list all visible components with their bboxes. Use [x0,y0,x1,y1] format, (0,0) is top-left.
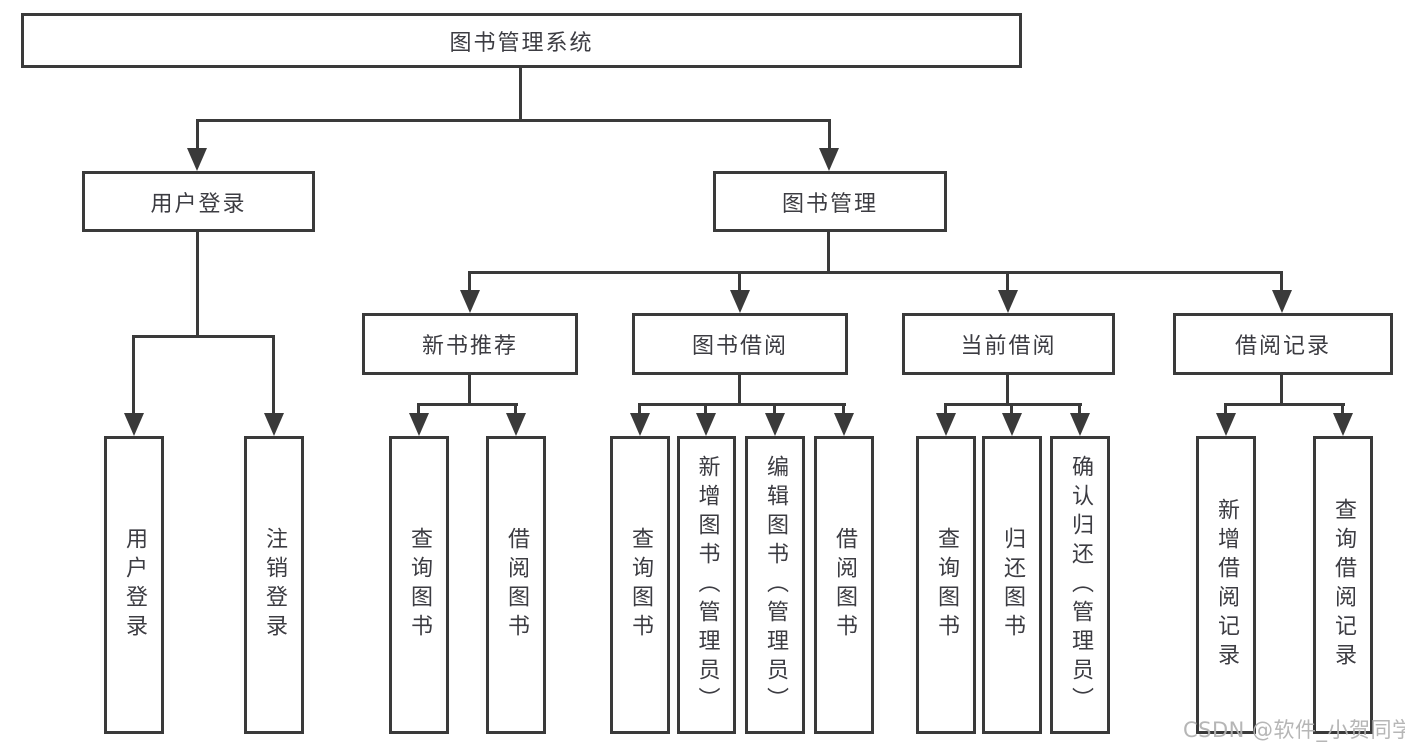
leaf-confirm-return-admin: 确认归还（管理员） [1050,436,1110,734]
arrowhead-add-borrow-record [1216,413,1236,436]
node-book-borrow: 图书借阅 [632,313,848,375]
node-new-book-recommend: 新书推荐 [362,313,578,375]
leaf-edit-book-admin-label: 编辑图书（管理员） [763,454,788,716]
node-book-management-label: 图书管理 [781,191,878,217]
node-book-borrow-label: 图书借阅 [691,334,788,359]
leaf-query-books-1: 查询图书 [389,436,449,734]
connector-userlogin-drop-1 [132,335,135,415]
leaf-add-borrow-record-label: 新增借阅记录 [1214,498,1239,672]
leaf-return-book-label: 归还图书 [1000,527,1025,643]
arrowhead-query-books-2 [630,413,650,436]
arrowhead-edit-book-admin [765,413,785,436]
connector-current-drop-3 [1078,403,1081,415]
leaf-add-book-admin-label: 新增图书（管理员） [694,454,720,716]
node-new-book-recommend-label: 新书推荐 [421,334,518,359]
connector-borrow-rail [638,403,846,406]
watermark: CSDN @软件_小贺同学 [1183,718,1405,742]
leaf-borrow-books-2-label: 借阅图书 [832,527,857,643]
node-book-management: 图书管理 [713,171,947,232]
connector-root-drop-1 [196,119,199,149]
connector-recommend-stem [468,375,471,406]
leaf-query-books-3: 查询图书 [916,436,976,734]
connector-borrow-stem [738,375,741,406]
arrowhead-borrow-books-1 [506,413,526,436]
leaf-query-borrow-record-label: 查询借阅记录 [1331,498,1356,672]
arrowhead-current-borrow [998,290,1018,313]
leaf-return-book: 归还图书 [982,436,1042,734]
connector-userlogin-drop-2 [272,335,275,415]
arrowhead-add-book-admin [696,413,716,436]
arrowhead-new-book-recommend [460,290,480,313]
arrowhead-query-books-1 [409,413,429,436]
arrowhead-book-management [819,148,839,171]
connector-bookmgmt-stem [827,232,830,274]
leaf-confirm-return-admin-label: 确认归还（管理员） [1068,454,1093,716]
arrowhead-book-borrow [730,290,750,313]
connector-current-stem [1006,375,1009,406]
leaf-add-borrow-record: 新增借阅记录 [1196,436,1256,734]
connector-bookmgmt-drop-2 [738,271,741,291]
arrowhead-confirm-return-admin [1070,413,1090,436]
connector-records-rail [1224,403,1345,406]
connector-recommend-rail [417,403,518,406]
arrowhead-borrow-books-2 [834,413,854,436]
connector-current-drop-2 [1010,403,1013,415]
connector-userlogin-stem [196,232,199,338]
node-user-login: 用户登录 [82,171,315,232]
connector-current-rail [944,403,1082,406]
leaf-borrow-books-2: 借阅图书 [814,436,874,734]
connector-borrow-drop-3 [773,403,776,415]
node-root-label: 图书管理系统 [449,30,594,56]
connector-bookmgmt-drop-4 [1280,271,1283,291]
connector-recommend-drop-1 [417,403,420,415]
node-current-borrow-label: 当前借阅 [960,334,1057,359]
leaf-query-books-3-label: 查询图书 [934,527,959,643]
connector-root-drop-2 [828,119,831,149]
leaf-borrow-books-1: 借阅图书 [486,436,546,734]
arrowhead-leaf-user-login [124,413,144,436]
connector-bookmgmt-drop-3 [1006,271,1009,291]
leaf-borrow-books-1-label: 借阅图书 [504,527,529,643]
leaf-add-book-admin: 新增图书（管理员） [677,436,736,734]
connector-records-stem [1280,375,1283,406]
leaf-user-login: 用户登录 [104,436,164,734]
leaf-query-books-1-label: 查询图书 [407,527,432,643]
leaf-query-borrow-record: 查询借阅记录 [1313,436,1373,734]
connector-root-stem [519,68,522,122]
node-user-login-label: 用户登录 [150,191,247,217]
connector-records-drop-1 [1224,403,1227,415]
leaf-logout-label: 注销登录 [262,527,287,643]
connector-borrow-drop-2 [704,403,707,415]
connector-bookmgmt-rail [468,271,1283,274]
arrowhead-return-book [1002,413,1022,436]
connector-recommend-drop-2 [514,403,517,415]
node-root: 图书管理系统 [21,13,1022,68]
arrowhead-user-login [187,148,207,171]
arrowhead-leaf-logout [264,413,284,436]
connector-userlogin-rail [132,335,275,338]
arrowhead-query-borrow-record [1333,413,1353,436]
leaf-query-books-2-label: 查询图书 [628,527,653,643]
node-borrow-records: 借阅记录 [1173,313,1393,375]
leaf-query-books-2: 查询图书 [610,436,670,734]
node-current-borrow: 当前借阅 [902,313,1115,375]
connector-records-drop-2 [1341,403,1344,415]
connector-current-drop-1 [944,403,947,415]
leaf-logout: 注销登录 [244,436,304,734]
arrowhead-query-books-3 [936,413,956,436]
leaf-edit-book-admin: 编辑图书（管理员） [745,436,805,734]
connector-borrow-drop-4 [842,403,845,415]
leaf-user-login-label: 用户登录 [122,527,147,643]
arrowhead-borrow-records [1272,290,1292,313]
connector-bookmgmt-drop-1 [468,271,471,291]
connector-root-rail [196,119,831,122]
connector-borrow-drop-1 [638,403,641,415]
node-borrow-records-label: 借阅记录 [1234,334,1331,359]
